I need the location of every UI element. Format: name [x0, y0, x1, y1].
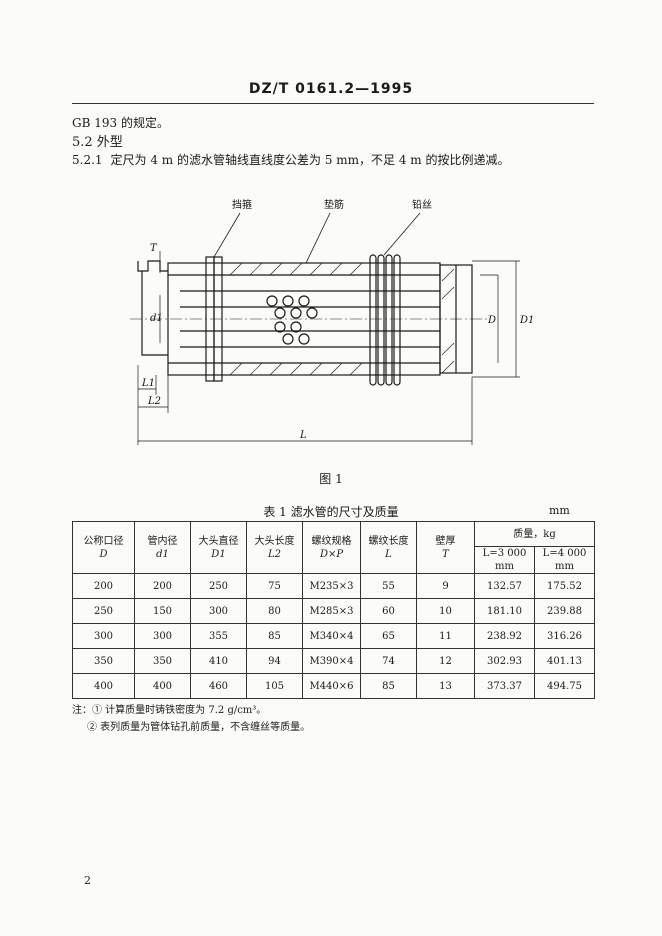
- label-baffle: 挡箍: [232, 198, 252, 211]
- body-line: GB 193 的规定。: [72, 116, 169, 130]
- label-T: T: [150, 243, 158, 254]
- header-mass-4000: L=4 000 mm: [534, 546, 595, 574]
- table-cell: 350: [134, 648, 191, 674]
- table-cell: 200: [72, 573, 135, 599]
- table-cell: 460: [190, 673, 247, 699]
- table-cell: 400: [72, 673, 135, 699]
- table-cell: M235×3: [302, 573, 361, 599]
- page-number: 2: [84, 874, 91, 887]
- table-cell: 300: [72, 623, 135, 649]
- table-cell: 494.75: [534, 673, 595, 699]
- label-D1: D1: [519, 315, 534, 326]
- label-L2: L2: [147, 396, 161, 407]
- section-heading: 5.2 外型: [72, 135, 123, 150]
- table-cell: 316.26: [534, 623, 595, 649]
- table-cell: 11: [416, 623, 475, 649]
- table-note-1: 注：① 计算质量时铸铁密度为 7.2 g/cm³。: [72, 705, 267, 716]
- table-cell: 401.13: [534, 648, 595, 674]
- label-D: D: [487, 315, 496, 326]
- label-d1: d1: [150, 313, 163, 324]
- table-cell: 250: [190, 573, 247, 599]
- header-mass: 质量，kg: [474, 521, 595, 547]
- perforation-holes: [266, 295, 318, 345]
- table-cell: 74: [360, 648, 417, 674]
- label-L: L: [299, 430, 307, 441]
- table-note-2: ② 表列质量为管体钻孔前质量，不含缠丝等质量。: [87, 722, 311, 733]
- table-cell: 105: [246, 673, 303, 699]
- header-mass-3000: L=3 000 mm: [474, 546, 535, 574]
- header-rule: [72, 103, 594, 104]
- table-cell: M390×4: [302, 648, 361, 674]
- figure-1-drawing: 挡箍 垫筋 铅丝 T d1 D D1 L1 L2 L: [120, 195, 540, 465]
- table-cell: 238.92: [474, 623, 535, 649]
- figure-caption: 图 1: [319, 472, 343, 486]
- label-rib: 垫筋: [324, 198, 344, 211]
- table-cell: 239.88: [534, 598, 595, 624]
- standard-number: DZ/T 0161.2—1995: [248, 81, 414, 97]
- table-cell: 60: [360, 598, 417, 624]
- table-cell: 250: [72, 598, 135, 624]
- table-cell: 94: [246, 648, 303, 674]
- table-cell: 400: [134, 673, 191, 699]
- table-cell: 13: [416, 673, 475, 699]
- wire-coil: [369, 254, 377, 386]
- table-cell: 410: [190, 648, 247, 674]
- table-cell: M285×3: [302, 598, 361, 624]
- table-caption: 表 1 滤水管的尺寸及质量: [263, 505, 399, 519]
- table-cell: 85: [246, 623, 303, 649]
- table-cell: 150: [134, 598, 191, 624]
- table-unit: mm: [549, 504, 570, 517]
- table-cell: 80: [246, 598, 303, 624]
- label-wire: 铅丝: [412, 198, 432, 211]
- thread-end-outline-bottom: [141, 271, 168, 356]
- table-cell: 300: [134, 623, 191, 649]
- label-L1: L1: [141, 378, 155, 389]
- table-cell: 132.57: [474, 573, 535, 599]
- table-cell: 65: [360, 623, 417, 649]
- table-cell: 10: [416, 598, 475, 624]
- filter-pipe-diagram: 挡箍 垫筋 铅丝 T d1 D D1 L1 L2 L: [130, 198, 534, 445]
- table-cell: 75: [246, 573, 303, 599]
- table-cell: 181.10: [474, 598, 535, 624]
- thread-end-outline-top: [137, 260, 168, 272]
- table-cell: 302.93: [474, 648, 535, 674]
- table-cell: 373.37: [474, 673, 535, 699]
- table-cell: 85: [360, 673, 417, 699]
- table-cell: 355: [190, 623, 247, 649]
- table-cell: M340×4: [302, 623, 361, 649]
- table-cell: 300: [190, 598, 247, 624]
- clause-text: 定尺为 4 m 的滤水管轴线直线度公差为 5 mm，不足 4 m 的按比例递减。: [110, 153, 510, 167]
- table-cell: 200: [134, 573, 191, 599]
- table-cell: M440×6: [302, 673, 361, 699]
- table-cell: 9: [416, 573, 475, 599]
- table-cell: 175.52: [534, 573, 595, 599]
- table-cell: 12: [416, 648, 475, 674]
- table-cell: 350: [72, 648, 135, 674]
- table-cell: 55: [360, 573, 417, 599]
- clause-5-2-1: 5.2.1 定尺为 4 m 的滤水管轴线直线度公差为 5 mm，不足 4 m 的按…: [72, 151, 510, 168]
- clause-number: 5.2.1: [72, 153, 103, 167]
